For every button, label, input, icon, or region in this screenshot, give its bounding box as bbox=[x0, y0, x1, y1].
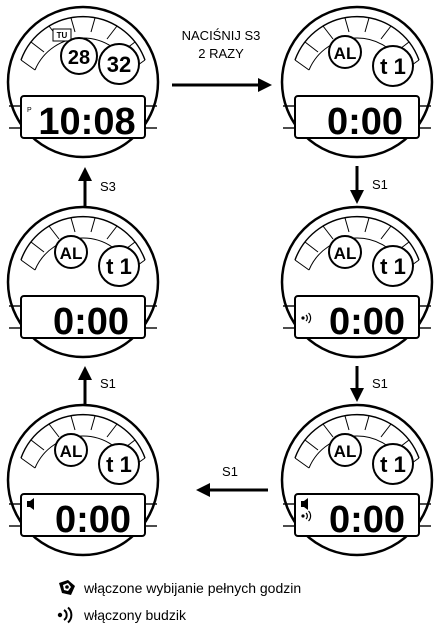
watch-mode-label: AL bbox=[334, 442, 357, 461]
watch-alarm-mode-5: AL t 1 0:00 bbox=[6, 205, 160, 359]
legend-chime: włączone wybijanie pełnych godzin bbox=[56, 577, 301, 599]
arrow-s1-up: S1 bbox=[78, 366, 116, 404]
arrow-label: S3 bbox=[100, 179, 116, 194]
watch-mode-label: AL bbox=[60, 442, 83, 461]
watch-time-display: TU 28 32 P 10:08 bbox=[6, 5, 160, 159]
watch-date-right: 32 bbox=[107, 52, 131, 77]
chime-icon bbox=[56, 577, 84, 599]
watch-mode-label: AL bbox=[334, 44, 357, 63]
instruction-line-1: NACIŚNIJ S3 bbox=[182, 28, 261, 43]
arrow-label: S1 bbox=[372, 177, 388, 192]
watch-day-label: TU bbox=[57, 31, 68, 40]
watch-mode-label: AL bbox=[334, 244, 357, 263]
legend-text: włączony budzik bbox=[84, 607, 186, 623]
watch-alarm-mode-3: AL t 1 0:00 bbox=[280, 403, 434, 557]
watch-alarm-index: t 1 bbox=[380, 54, 406, 79]
arrow-s1-left: S1 bbox=[196, 464, 268, 497]
watch-time-digits: 0:00 bbox=[329, 499, 405, 541]
arrow-s3-up: S3 bbox=[78, 167, 116, 206]
watch-mode-label: AL bbox=[60, 244, 83, 263]
watch-time-digits: 0:00 bbox=[329, 301, 405, 343]
arrow-label: S1 bbox=[100, 376, 116, 391]
alarm-signal-icon bbox=[56, 604, 84, 626]
arrow-label: S1 bbox=[222, 464, 238, 479]
watch-alarm-mode-1: AL t 1 0:00 bbox=[280, 5, 434, 159]
watch-alarm-index: t 1 bbox=[106, 254, 132, 279]
watch-alarm-mode-2: AL t 1 0:00 bbox=[280, 205, 434, 359]
watch-alarm-mode-4: AL t 1 0:00 bbox=[6, 403, 160, 557]
instruction-line-2: 2 RAZY bbox=[198, 46, 244, 61]
arrow-s1-down-2: S1 bbox=[350, 366, 388, 402]
watch-alarm-index: t 1 bbox=[106, 452, 132, 477]
arrow-s1-down-1: S1 bbox=[350, 166, 388, 204]
watch-time-digits: 0:00 bbox=[55, 499, 131, 541]
watch-time-digits: 0:00 bbox=[327, 101, 403, 143]
watch-date-left: 28 bbox=[68, 47, 90, 69]
legend-alarm: włączony budzik bbox=[56, 604, 186, 626]
legend-text: włączone wybijanie pełnych godzin bbox=[84, 580, 302, 596]
watch-time-digits: 0:00 bbox=[53, 301, 129, 343]
watch-alarm-index: t 1 bbox=[380, 452, 406, 477]
arrow-s3-twice: NACIŚNIJ S3 2 RAZY bbox=[172, 28, 272, 92]
watch-alarm-index: t 1 bbox=[380, 254, 406, 279]
watch-pm-indicator: P bbox=[27, 107, 32, 114]
arrow-label: S1 bbox=[372, 376, 388, 391]
watch-time-digits: 10:08 bbox=[38, 101, 135, 143]
